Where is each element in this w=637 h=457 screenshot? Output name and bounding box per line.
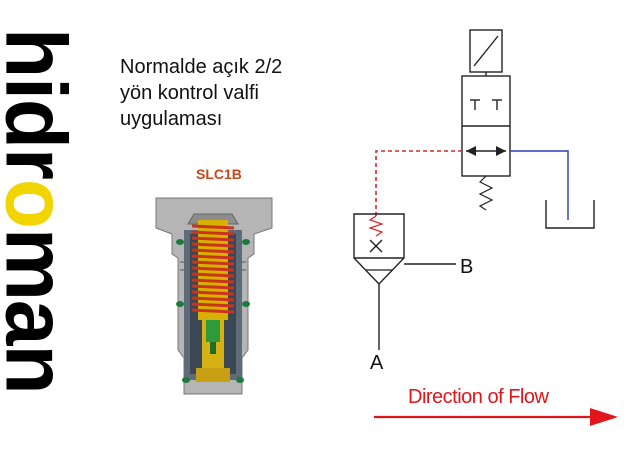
model-label: SLC1B [196,166,242,182]
port-a-label: A [370,352,384,374]
solenoid-symbol [469,29,503,76]
hydraulic-schematic [353,29,595,350]
spring [191,220,235,320]
flow-direction-label: Direction of Flow [408,386,549,408]
flow-direction-arrow [374,408,618,426]
logo-text: hidroman [0,28,83,394]
port-b-label: B [460,256,474,278]
description-line-1: Normalde açık 2/2 [120,56,283,78]
valve-cutaway-illustration [155,197,273,395]
description-line-2: yön kontrol valfi [120,82,259,104]
logo-accent-o: o [0,179,83,228]
cartridge-valve-symbol [353,213,405,286]
directional-valve-2-2 [461,75,511,211]
description-text: Normalde açık 2/2 yön kontrol valfi uygu… [120,54,282,132]
brand-logo: hidroman [0,0,110,457]
tank-symbol [545,200,595,229]
description-line-3: uygulaması [120,108,223,130]
